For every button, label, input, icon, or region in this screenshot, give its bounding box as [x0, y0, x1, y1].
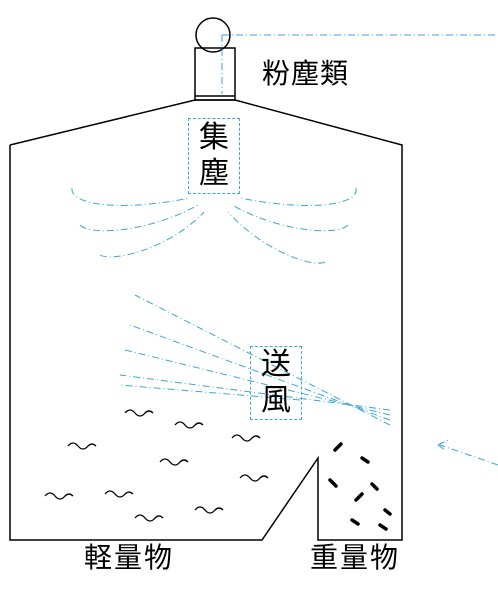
collect-char-2: 塵 — [199, 156, 229, 191]
upper-airflow — [71, 187, 357, 264]
heavy-materials — [328, 442, 392, 531]
light-materials — [44, 409, 269, 522]
wind-char-1: 送 — [261, 347, 291, 382]
wind-char-2: 風 — [261, 383, 291, 418]
fan — [195, 17, 231, 53]
dust-label: 粉塵類 — [262, 57, 350, 90]
heavy-materials-label: 重量物 — [310, 541, 401, 574]
exhaust-flow — [221, 34, 498, 94]
light-materials-label: 軽量物 — [84, 541, 175, 574]
collect-char-1: 集 — [199, 120, 229, 155]
incoming-airflow — [119, 294, 498, 466]
machine-outline — [9, 17, 403, 541]
air-blow-label: 送 風 — [250, 346, 302, 420]
dust-collection-label: 集 塵 — [188, 118, 240, 194]
duct — [194, 47, 236, 101]
